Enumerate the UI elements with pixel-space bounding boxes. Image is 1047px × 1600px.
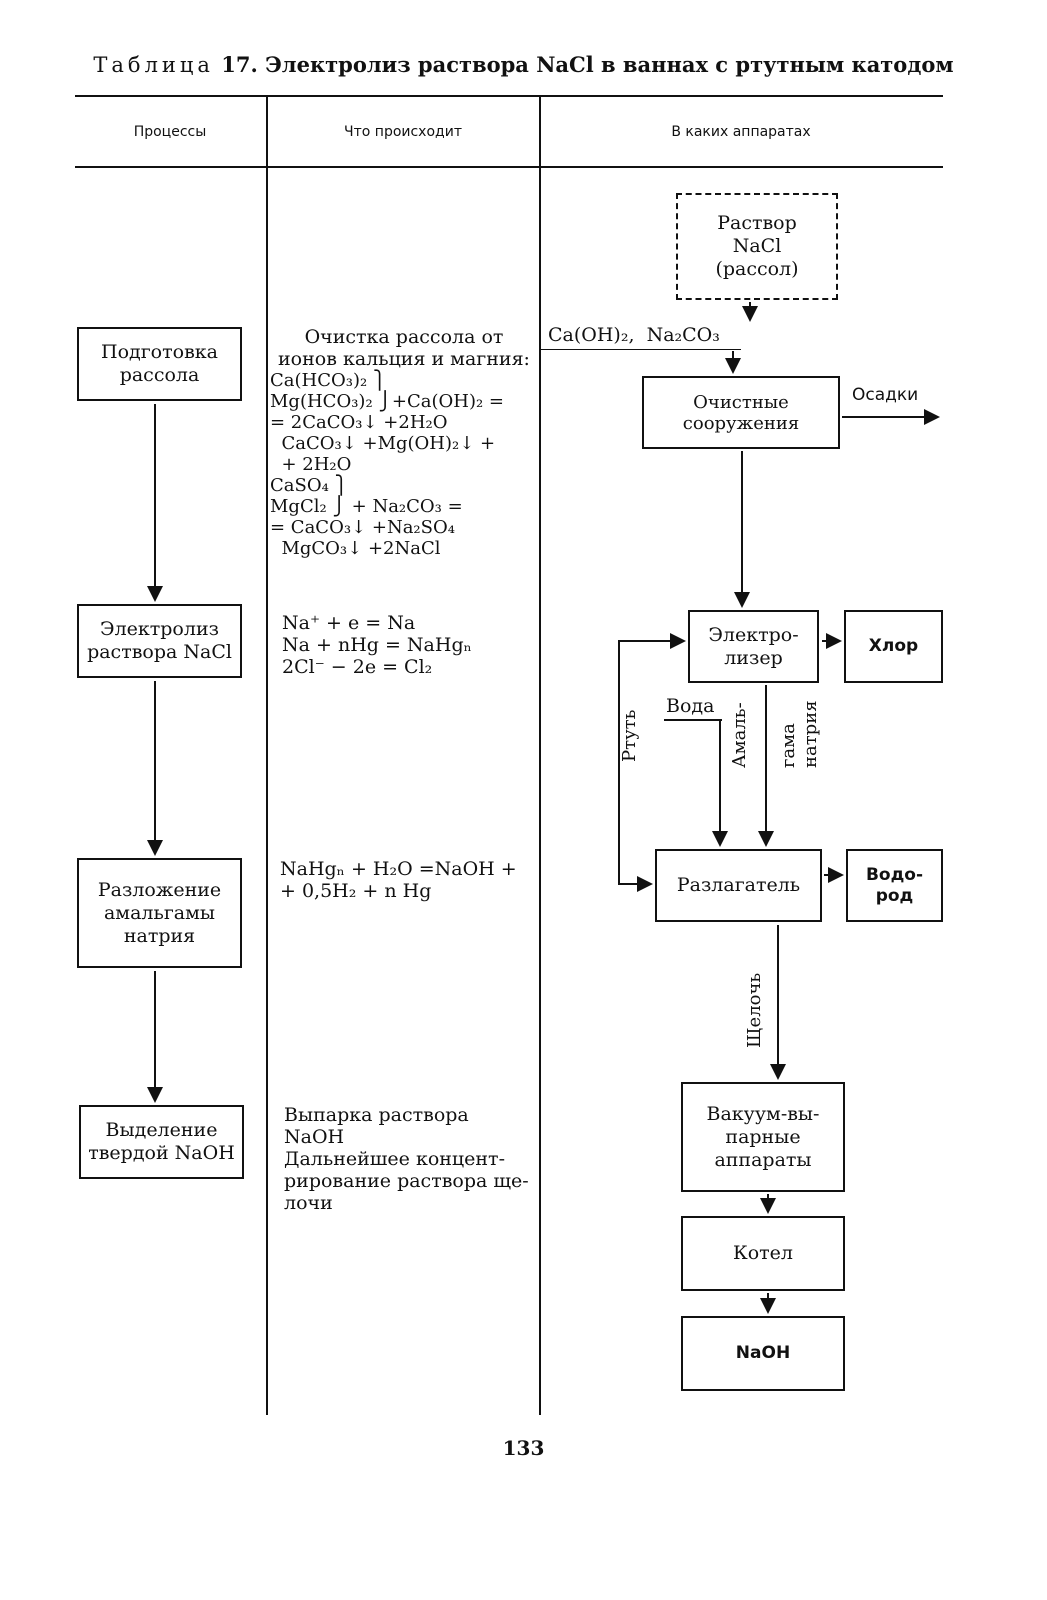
page-number: 133 — [502, 1436, 545, 1460]
column-divider-1 — [266, 97, 268, 1415]
process-label-solid-naoh: Выделение твердой NaOH — [88, 1119, 235, 1164]
process-box-brine-prep: Подготовка рассола — [77, 327, 242, 401]
decomposer-label: Разлагатель — [676, 874, 801, 896]
boiler-label: Котел — [733, 1242, 793, 1264]
column-divider-2 — [539, 97, 541, 1415]
boiler-box: Котел — [681, 1216, 845, 1291]
vacuum-evaporators-label: Вакуум-вы- парные аппараты — [706, 1102, 820, 1171]
hydrogen-box: Водо- род — [846, 849, 943, 922]
header-top-rule — [75, 95, 943, 97]
header-bottom-rule — [75, 166, 943, 168]
process-label-amalgam-decomposition: Разложение амальгамы натрия — [97, 878, 222, 947]
sediments-label: Осадки — [852, 385, 919, 405]
column-header-where: В каких аппаратах — [671, 124, 811, 140]
electrolyzer-label: Электро- лизер — [708, 623, 799, 669]
hydrogen-label: Водо- род — [865, 864, 924, 906]
chlorine-box: Хлор — [844, 610, 943, 683]
water-label: Вода — [666, 695, 715, 717]
brine-purification-equations: Ca(HCO₃)₂ ⎫ Mg(HCO₃)₂ ⎭+Ca(OH)₂ = = 2CaC… — [270, 370, 504, 559]
mercury-loop-line — [618, 633, 686, 885]
process-box-solid-naoh: Выделение твердой NaOH — [79, 1105, 244, 1179]
vacuum-evaporators-box: Вакуум-вы- парные аппараты — [681, 1082, 845, 1192]
table-title-text: 17. Электролиз раствора NaCl в ваннах с … — [221, 52, 954, 77]
process-box-electrolysis: Электролиз раствора NaCl — [77, 604, 242, 678]
naoh-product-label: NaOH — [735, 1343, 791, 1363]
brine-source-label: Раствор NaCl (рассол) — [715, 212, 799, 280]
reagents-underline — [541, 349, 741, 350]
naoh-product-box: NaOH — [681, 1316, 845, 1391]
column-header-what: Что происходит — [344, 124, 462, 140]
reagents-label: Ca(OH)₂, Na₂CO₃ — [548, 324, 720, 346]
process-label-brine-prep: Подготовка рассола — [101, 341, 218, 386]
brine-purification-intro: Очистка рассола от ионов кальция и магни… — [278, 326, 530, 370]
column-header-processes: Процессы — [133, 124, 207, 140]
purification-plant-label: Очистные сооружения — [682, 391, 800, 434]
purification-plant-box: Очистные сооружения — [642, 376, 840, 449]
table-title-lead: Таблица — [93, 53, 214, 77]
evaporation-text: Выпарка раствора NaOH Дальнейшее концент… — [284, 1104, 529, 1214]
chlorine-label: Хлор — [868, 636, 919, 656]
brine-source-box: Раствор NaCl (рассол) — [676, 193, 838, 300]
decomposition-equation: NaHgₙ + H₂O =NaOH + + 0,5H₂ + n Hg — [280, 858, 517, 902]
table-title: Таблица 17. Электролиз раствора NaCl в в… — [0, 52, 1047, 77]
electrolyzer-box: Электро- лизер — [688, 610, 819, 683]
electrolysis-equations: Na⁺ + e = Na Na + nHg = NaHgₙ 2Cl⁻ − 2e … — [282, 612, 472, 678]
process-label-electrolysis: Электролиз раствора NaCl — [87, 618, 232, 663]
decomposer-box: Разлагатель — [655, 849, 822, 922]
process-box-amalgam-decomposition: Разложение амальгамы натрия — [77, 858, 242, 968]
